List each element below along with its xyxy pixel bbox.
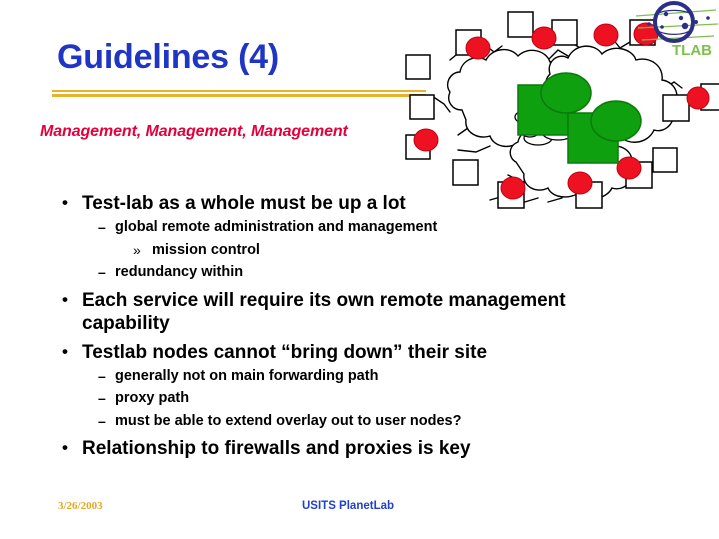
bullet-marker-dash: – [98,367,106,384]
rule-line-top [52,90,426,92]
bullet-marker-dot: • [62,341,68,361]
page-title: Guidelines (4) [57,38,280,76]
active-node-circle [616,156,642,180]
bullet-marker-dash: – [98,390,106,406]
host-node-square [409,94,435,120]
bullet-marker-dash: – [98,264,106,280]
bullet-level1: • Test-lab as a whole must be up a lot [60,192,640,215]
planetlab-logo: TLAB [635,0,719,62]
bullet-level1: • Testlab nodes cannot “bring down” thei… [60,341,640,364]
bullet-text: Relationship to firewalls and proxies is… [82,438,471,459]
logo-globe-arcs [655,9,694,35]
bullet-list: • Test-lab as a whole must be up a lot –… [0,192,640,461]
active-node-circle [686,86,710,110]
active-node-circle [567,171,593,195]
host-node-square [452,159,479,186]
host-node-square [662,94,690,122]
bullet-text: redundancy within [115,264,244,280]
bullet-text: proxy path [115,390,190,406]
server-node-green-2 [567,100,642,164]
logo-globe-icon [653,1,695,43]
bullet-text: Each service will require its own remote… [82,289,566,334]
bullet-level2: – must be able to extend overlay out to … [98,410,640,433]
bullet-marker-dash: – [98,412,106,429]
bullet-text: must be able to extend overlay out to us… [115,412,462,429]
bullet-text: Testlab nodes cannot “bring down” their … [82,341,488,363]
bullet-text: global remote administration and managem… [115,219,438,235]
active-node-circle [465,36,491,60]
footer-title: USITS PlanetLab [302,500,395,512]
logo-node-dots [647,11,710,30]
host-node-square [652,147,678,173]
host-node-square [405,54,431,80]
bullet-text: mission control [152,241,260,258]
bullet-text: Test-lab as a whole must be up a lot [82,193,406,214]
server-node-green-1 [517,72,592,136]
title-divider-rule [52,90,426,97]
footer-date: 3/26/2003 [58,500,103,512]
active-node-circle [593,23,619,47]
host-node-square [507,11,534,38]
bullet-level1: • Relationship to firewalls and proxies … [60,437,640,460]
bullet-level1: • Each service will require its own remo… [60,289,640,335]
logo-wordmark: TLAB [672,42,712,59]
rule-line-bottom [52,94,426,97]
active-node-circle [500,176,526,200]
bullet-marker-dash: – [98,219,106,235]
bullet-text: generally not on main forwarding path [115,367,379,384]
bullet-level2: – generally not on main forwarding path [98,365,640,388]
bullet-marker-dot: • [62,289,68,309]
active-node-circle [531,26,557,50]
bullet-level3: » mission control [133,239,640,262]
cloud-network-diagram [398,0,719,232]
bullet-marker-dot: • [62,438,68,457]
bullet-level2: – redundancy within [98,261,640,284]
bullet-marker-dot: • [62,193,68,212]
logo-orbit-lines [635,9,719,41]
slide-subtitle: Management, Management, Management [40,123,348,140]
bullet-level2: – global remote administration and manag… [98,216,640,239]
active-node-circle [413,128,439,152]
bullet-marker-guillemet: » [133,241,141,258]
bullet-level2: – proxy path [98,387,640,410]
